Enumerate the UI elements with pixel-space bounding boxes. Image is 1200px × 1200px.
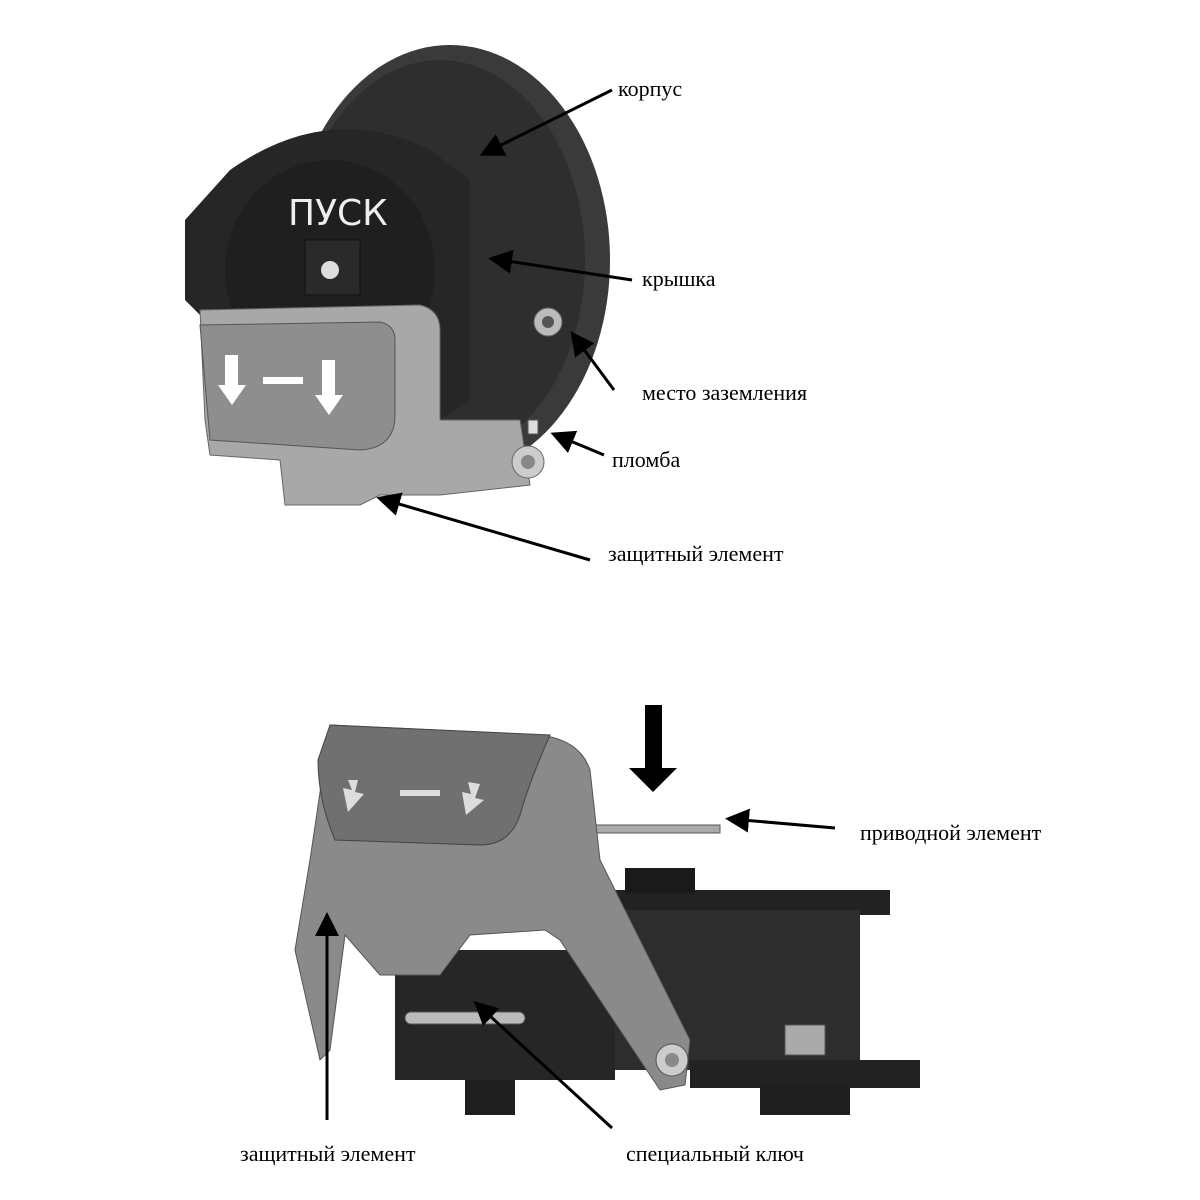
label-drive: приводной элемент	[860, 820, 1042, 845]
key-arrow	[473, 1000, 614, 1130]
label-protective-top: защитный элемент	[608, 541, 784, 566]
seal-arrow	[550, 430, 605, 457]
pusk-text: ПУСК	[288, 193, 388, 234]
label-housing: корпус	[618, 76, 683, 101]
drive-arrow	[725, 808, 836, 833]
label-protective-bottom: защитный элемент	[240, 1141, 416, 1166]
label-grounding: место заземления	[642, 380, 808, 405]
press-direction-arrow	[629, 705, 677, 792]
grounding-arrow	[570, 331, 616, 391]
bottom-device-illustration	[294, 705, 920, 1115]
label-key: специальный ключ	[626, 1141, 804, 1166]
label-seal: пломба	[612, 447, 681, 472]
label-cover: крышка	[642, 266, 716, 291]
housing-arrow	[479, 88, 613, 156]
top-device-illustration: ПУСК	[185, 45, 610, 506]
protective-arrow-top	[376, 492, 591, 562]
cover-arrow	[488, 249, 633, 282]
